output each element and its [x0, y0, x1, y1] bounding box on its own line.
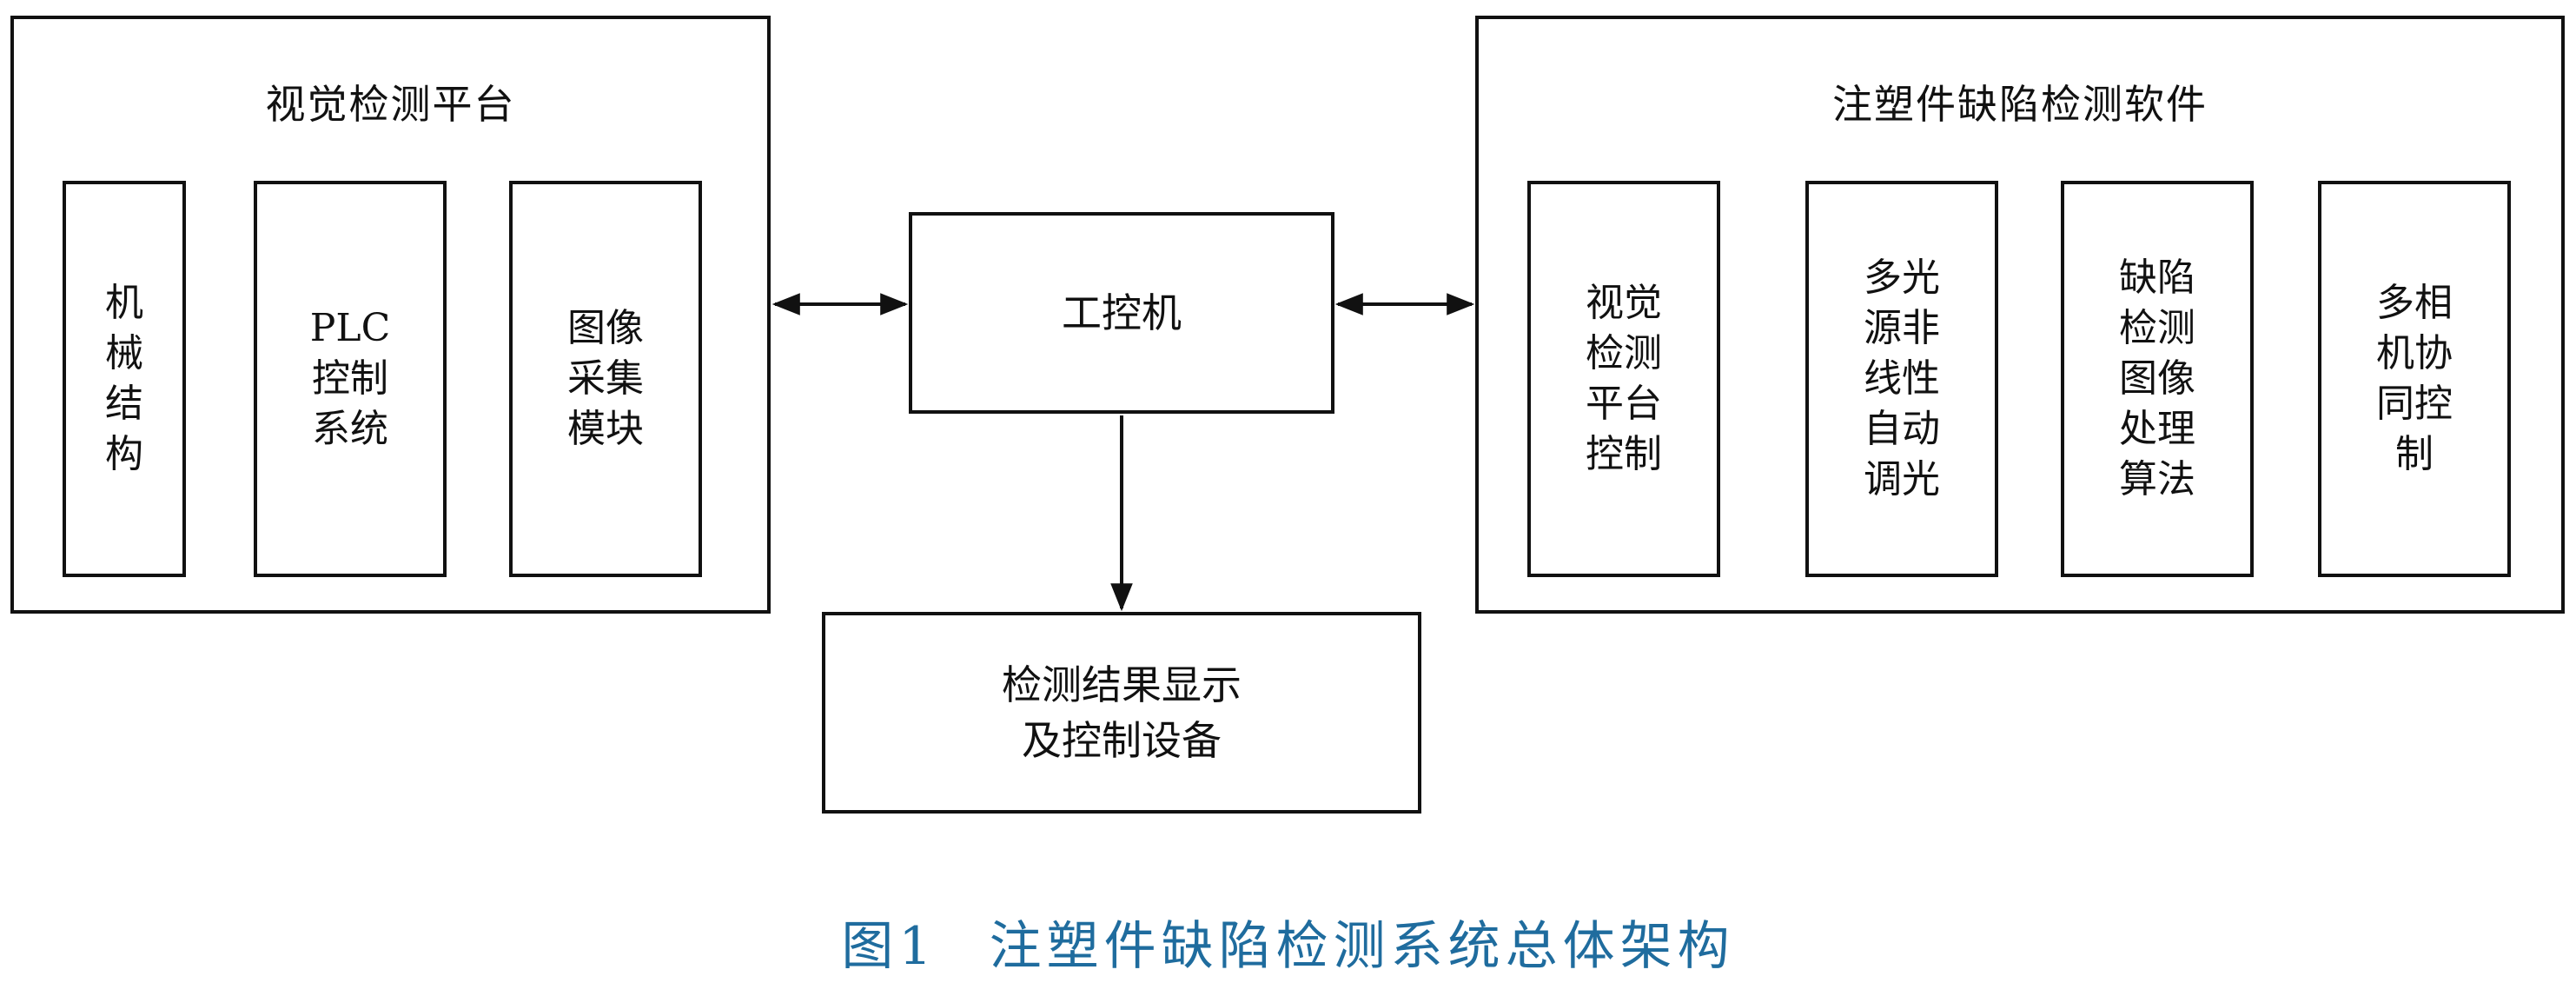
mechanical-structure-box: 机 械 结 构	[63, 181, 186, 577]
figure-caption: 图1 注塑件缺陷检测系统总体架构	[0, 904, 2576, 980]
image-acquisition-label: 图像 采集 模块	[567, 306, 644, 451]
vision-platform-group: 视觉检测平台 机 械 结 构 PLC 控制 系统 图像 采集 模块	[10, 16, 771, 614]
defect-detection-software-title: 注塑件缺陷检测软件	[1832, 81, 2208, 128]
auto-lighting-label: 多光 源非 线性 自动 调光	[1864, 256, 1940, 501]
platform-control-label: 视觉 检测 平台 控制	[1586, 281, 1662, 476]
figure-number: 图1	[841, 916, 937, 977]
industrial-pc-label: 工控机	[1062, 289, 1182, 336]
industrial-pc-box: 工控机	[909, 212, 1334, 414]
vision-platform-title: 视觉检测平台	[265, 81, 516, 128]
platform-control-box: 视觉 检测 平台 控制	[1527, 181, 1720, 577]
mechanical-structure-label: 机 械 结 构	[105, 281, 143, 476]
multi-camera-box: 多相 机协 同控 制	[2318, 181, 2511, 577]
image-algorithm-box: 缺陷 检测 图像 处理 算法	[2061, 181, 2254, 577]
defect-detection-software-group: 注塑件缺陷检测软件 视觉 检测 平台 控制 多光 源非 线性 自动 调光 缺陷 …	[1475, 16, 2565, 614]
plc-control-label: PLC 控制 系统	[309, 306, 391, 451]
image-algorithm-label: 缺陷 检测 图像 处理 算法	[2119, 256, 2195, 501]
auto-lighting-box: 多光 源非 线性 自动 调光	[1805, 181, 1998, 577]
plc-control-box: PLC 控制 系统	[254, 181, 447, 577]
result-display-box: 检测结果显示 及控制设备	[822, 612, 1421, 814]
image-acquisition-box: 图像 采集 模块	[509, 181, 702, 577]
multi-camera-label: 多相 机协 同控 制	[2376, 281, 2453, 476]
result-display-label: 检测结果显示 及控制设备	[1002, 661, 1242, 764]
figure-title: 注塑件缺陷检测系统总体架构	[989, 916, 1735, 977]
